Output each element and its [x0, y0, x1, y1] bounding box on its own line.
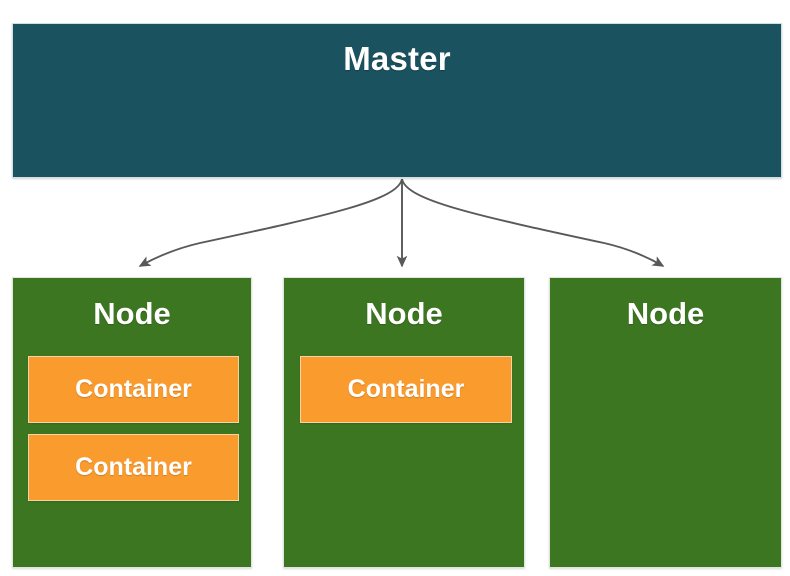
master-box[interactable]: Master [12, 23, 782, 178]
edge-master-to-node-1 [138, 178, 403, 267]
container-label-2-1: Container [347, 375, 465, 403]
container-box-1-2[interactable]: Container [28, 434, 239, 501]
node-label-1: Node [93, 296, 171, 331]
container-box-2-1[interactable]: Container [300, 356, 512, 423]
container-box-1-1[interactable]: Container [28, 356, 239, 423]
master-label: Master [343, 40, 451, 77]
edge-master-to-node-3 [401, 178, 665, 267]
container-label-1-1: Container [75, 375, 192, 403]
node-label-2: Node [365, 296, 443, 331]
node-box-2[interactable]: Node Container [283, 277, 525, 568]
node-label-3: Node [626, 296, 705, 331]
node-box-3[interactable]: Node [549, 277, 782, 568]
node-box-1[interactable]: Node Container Container [12, 277, 252, 568]
container-label-1-2: Container [75, 453, 192, 481]
